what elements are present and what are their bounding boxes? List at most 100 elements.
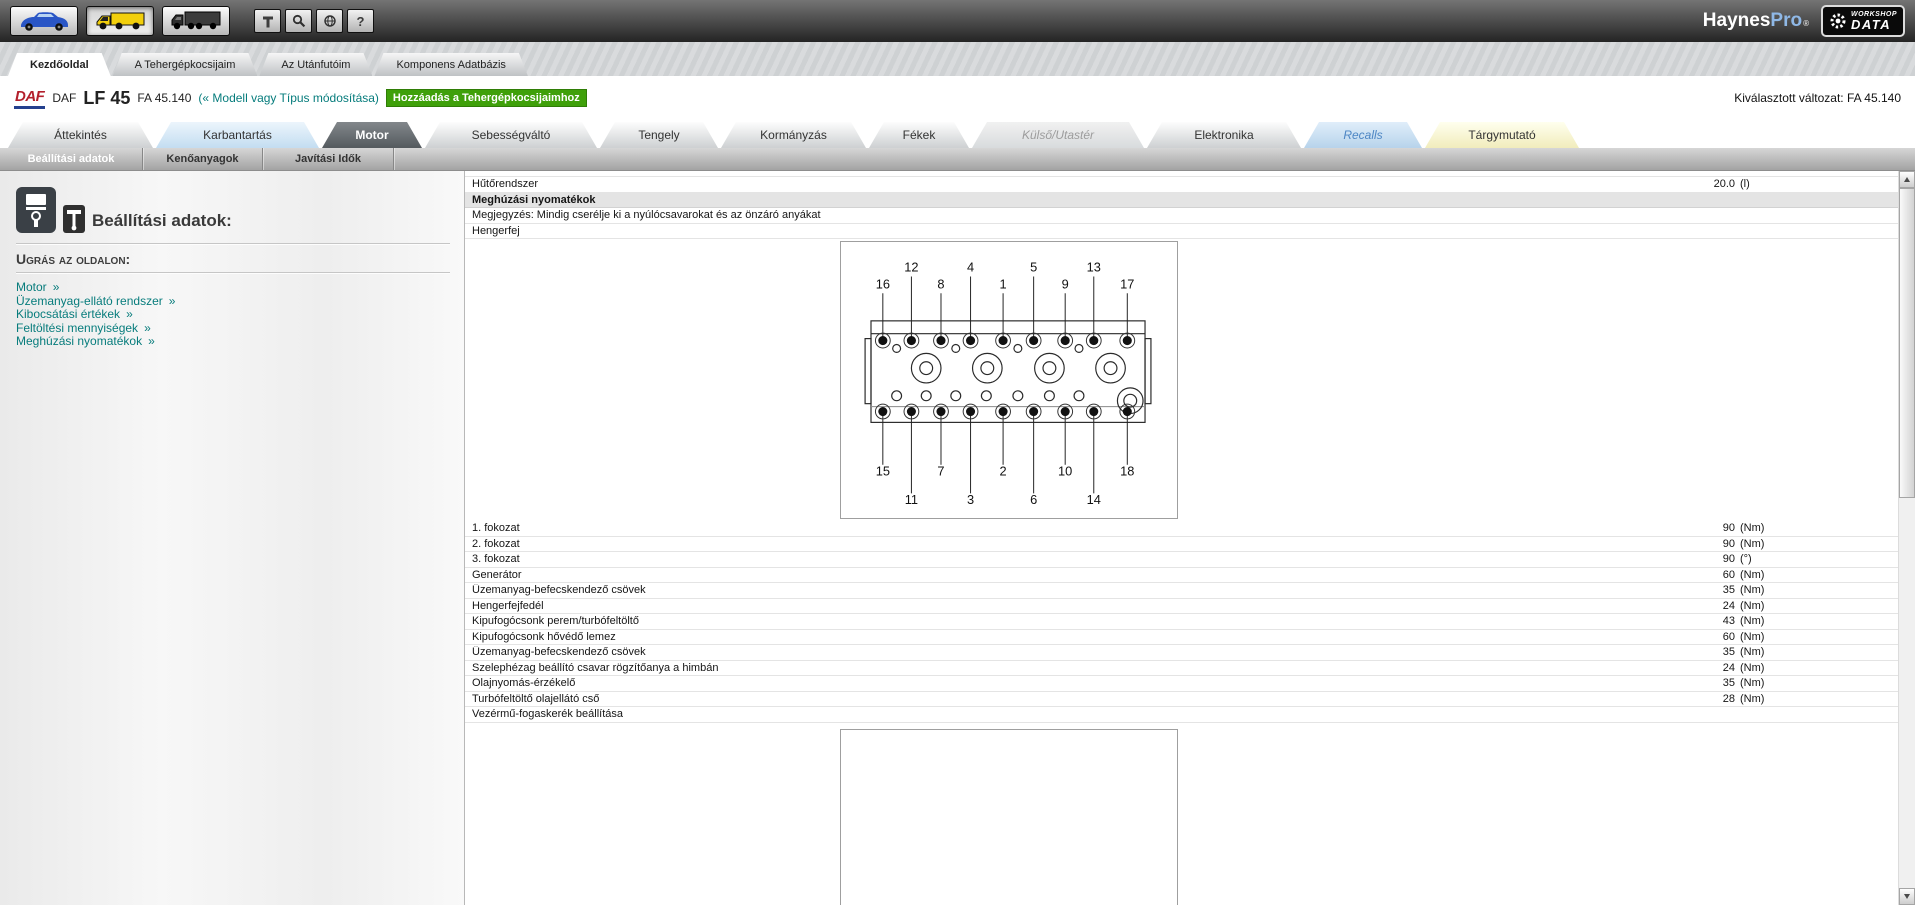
main-section-tabs: Áttekintés Karbantartás Motor Sebességvá… [0, 120, 1915, 148]
sub-tab[interactable]: Kenőanyagok [143, 148, 263, 170]
jump-link-label: Üzemanyag-ellátó rendszer [16, 293, 163, 308]
main-tab[interactable]: Fékek [869, 122, 969, 148]
sub-tab-label: Javítási Idők [294, 153, 362, 165]
main-tab[interactable]: Motor [322, 122, 422, 148]
spec-value: 35 [1722, 677, 1735, 690]
sub-tab[interactable]: Beállítási adatok [0, 148, 143, 170]
main-tab[interactable]: Elektronika [1147, 122, 1301, 148]
spec-unit: (Nm) [1740, 537, 1765, 550]
vehicle-model: LF 45 [83, 87, 131, 108]
jump-link[interactable]: Motor» [16, 280, 450, 295]
help-button[interactable]: ? [347, 9, 374, 33]
spec-unit: (Nm) [1740, 615, 1765, 628]
gear-icon [1830, 13, 1846, 29]
add-to-my-trucks-button[interactable]: Hozzáadás a Tehergépkocsijaimhoz [385, 89, 587, 107]
brand-part-2: Pro [1770, 10, 1803, 31]
page-tabs: Kezdőoldal A Tehergépkocsijaim Az Utánfu… [0, 42, 1915, 76]
jump-link-label: Kibocsátási értékek [16, 307, 121, 321]
jump-link[interactable]: Meghúzási nyomatékok» [16, 334, 450, 349]
spec-value: 60 [1722, 568, 1735, 581]
spec-row: 2. fokozat 90 (Nm) [465, 537, 1898, 552]
spec-unit: (Nm) [1740, 630, 1765, 643]
main-tab-label: Elektronika [1194, 128, 1254, 142]
spec-row: Kipufogócsonk hővédő lemez 60 (Nm) [465, 630, 1898, 645]
spec-value: 35 [1722, 646, 1735, 659]
spec-row: Vezérmű-fogaskerék beállítása [465, 707, 1898, 723]
spec-label: Generátor [472, 568, 522, 581]
spec-row: Üzemanyag-befecskendező csövek 35 (Nm) [465, 645, 1898, 661]
main-tab[interactable]: Karbantartás [156, 122, 319, 148]
page-tab[interactable]: Az Utánfutóim [259, 53, 372, 76]
main-tab-label: Fékek [902, 128, 936, 142]
spec-unit: (Nm) [1740, 599, 1765, 612]
trucks-mode-button[interactable] [86, 6, 154, 36]
spec-label: Hűtőrendszer [472, 178, 539, 191]
main-tab-label: Karbantartás [203, 128, 272, 142]
main-tab[interactable]: Áttekintés [8, 122, 153, 148]
main-tab[interactable]: Tárgymutató [1425, 122, 1579, 148]
spec-table-torques: 1. fokozat 90 (Nm) 2. fokozat 90 (Nm) 3.… [465, 521, 1898, 723]
brand-registered-mark: ® [1803, 19, 1809, 28]
main-tab-label: Áttekintés [54, 128, 107, 142]
content-row: Beállítási adatok: Ugrás az oldalon: Mot… [0, 171, 1915, 905]
page-tab[interactable]: Komponens Adatbázis [374, 53, 527, 76]
pipe-tool-button[interactable] [254, 9, 281, 33]
spec-value: 28 [1722, 692, 1735, 705]
spec-value: 90 [1722, 537, 1735, 550]
jump-link[interactable]: Kibocsátási értékek» [16, 307, 450, 322]
scroll-down-button[interactable] [1899, 888, 1915, 905]
main-tab[interactable]: Tengely [600, 122, 718, 148]
spec-row: Kipufogócsonk perem/turbófeltöltő 43 (Nm… [465, 614, 1898, 630]
main-tab[interactable]: Recalls [1304, 122, 1422, 148]
spec-row: Üzemanyag-befecskendező csövek 35 (Nm) [465, 583, 1898, 599]
main-tab-label: Recalls [1343, 128, 1383, 142]
truck-icon [171, 11, 221, 30]
arrow-down-icon [1904, 894, 1910, 899]
scroll-up-button[interactable] [1899, 171, 1915, 188]
spec-label: Üzemanyag-befecskendező csövek [472, 646, 646, 659]
change-model-link[interactable]: (« Modell vagy Típus módosítása) [198, 91, 379, 105]
main-tab[interactable]: Kormányzás [721, 122, 866, 148]
svg-text:8: 8 [937, 276, 944, 291]
main-tab[interactable]: Sebességváltó [425, 122, 597, 148]
cars-mode-button[interactable] [10, 6, 78, 36]
jump-link[interactable]: Feltöltési mennyiségek» [16, 321, 450, 336]
sub-tab[interactable]: Javítási Idők [263, 148, 394, 170]
content-area: Hűtőrendszer 20.0 (l) Meghúzási nyomaték… [465, 171, 1898, 905]
double-arrow-icon: » [52, 280, 60, 294]
page-tab-label: Az Utánfutóim [281, 58, 351, 71]
search-icon [292, 14, 305, 28]
globe-button[interactable] [316, 9, 343, 33]
spec-row: 1. fokozat 90 (Nm) [465, 521, 1898, 537]
main-tab-label: Motor [355, 128, 389, 142]
page-tab[interactable]: A Tehergépkocsijaim [113, 53, 258, 76]
jump-link[interactable]: Üzemanyag-ellátó rendszer » [16, 293, 450, 309]
jump-heading: Ugrás az oldalon: [16, 251, 131, 267]
search-button[interactable] [285, 9, 312, 33]
scrollbar-thumb[interactable] [1899, 188, 1915, 498]
spec-row: Hengerfej [465, 224, 1898, 239]
double-arrow-icon: » [168, 293, 176, 308]
trailers-mode-button[interactable] [162, 6, 230, 36]
ws-logo-line1: WORKSHOP [1851, 11, 1897, 18]
sub-tab-label: Beállítási adatok [27, 153, 115, 165]
spec-label: 1. fokozat [472, 522, 520, 535]
main-tab[interactable]: Külső/Utastér [972, 122, 1144, 148]
workshop-data-logo: WORKSHOP DATA [1821, 5, 1905, 37]
daf-logo: DAF [14, 87, 46, 109]
spec-label: Meghúzási nyomatékok [472, 193, 596, 206]
page-tab[interactable]: Kezdőoldal [8, 53, 111, 76]
spec-label: Olajnyomás-érzékelő [472, 677, 576, 690]
spec-label: Hengerfej [472, 224, 520, 237]
svg-text:15: 15 [876, 464, 890, 479]
spec-row: 3. fokozat 90 (°) [465, 552, 1898, 568]
vertical-scrollbar[interactable] [1898, 171, 1915, 905]
svg-text:6: 6 [1030, 492, 1037, 507]
help-icon: ? [356, 13, 365, 29]
arrow-up-icon [1904, 177, 1910, 182]
spec-unit: (Nm) [1740, 584, 1765, 597]
van-icon [96, 12, 145, 30]
